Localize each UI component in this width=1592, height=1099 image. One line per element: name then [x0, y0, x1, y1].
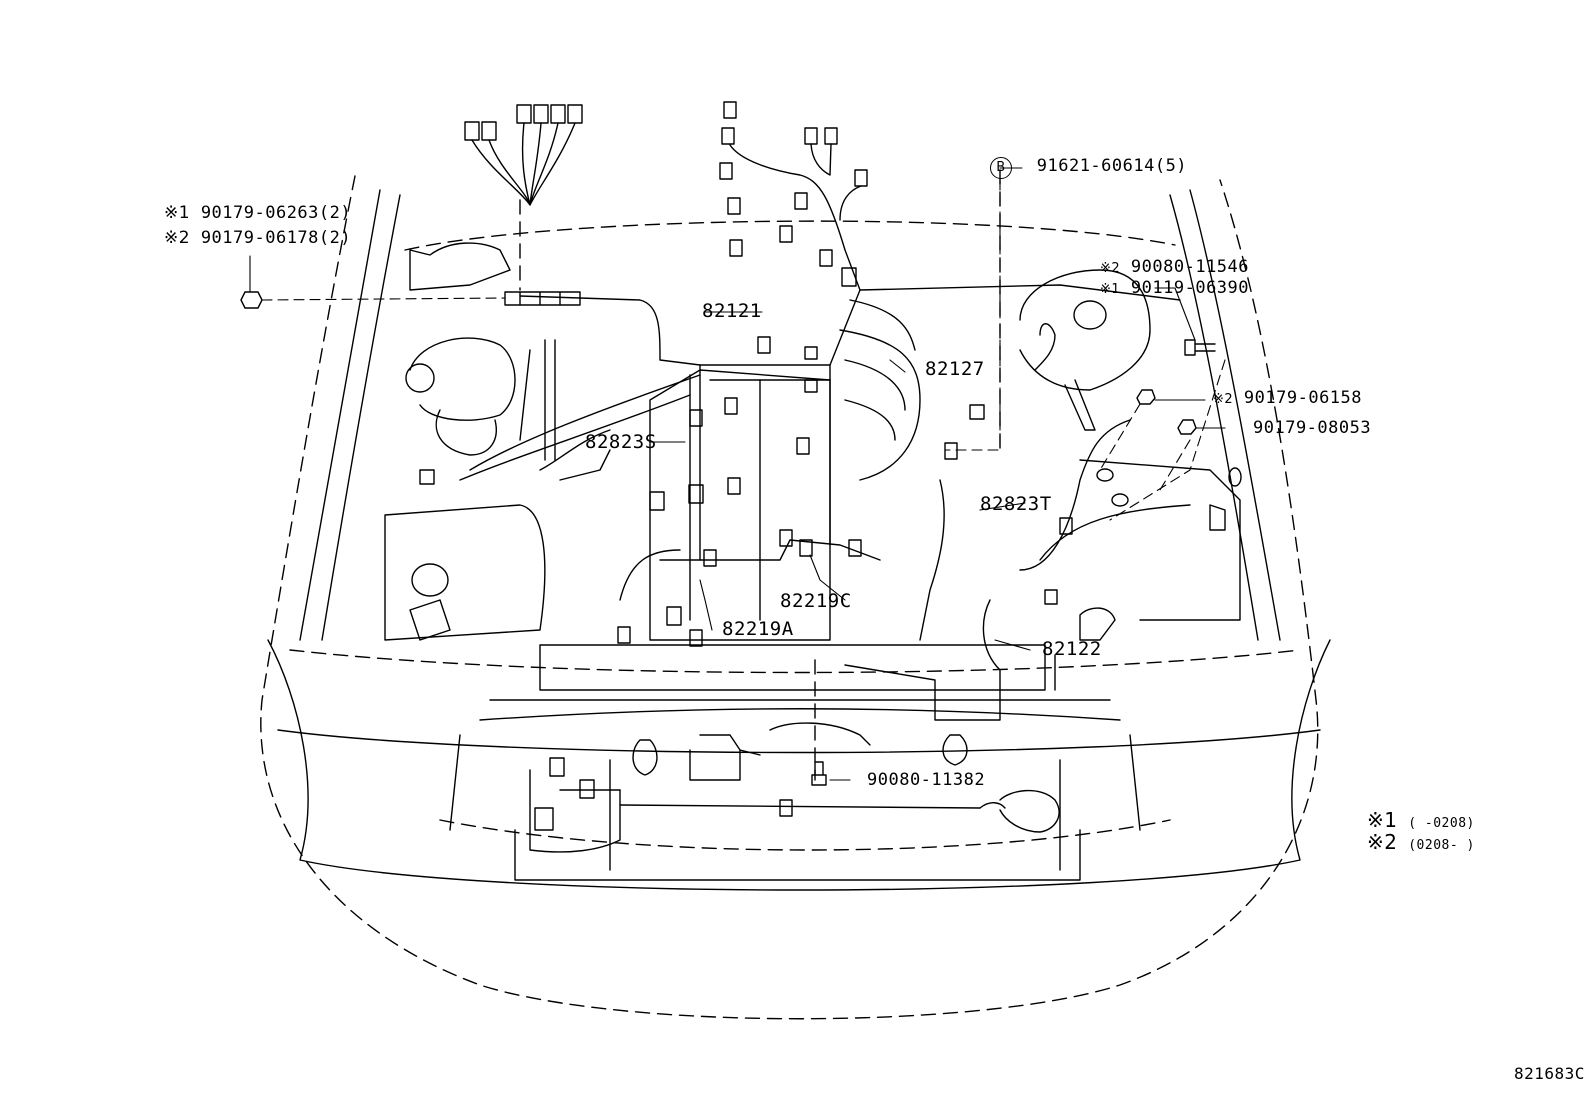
- top-right-2-group: ※1 90119-06390: [1100, 280, 1249, 297]
- part-82823S: 82823S: [585, 431, 657, 453]
- leader-lines: [249, 167, 1226, 781]
- top-right-1-group: ※2 90080-11546: [1100, 259, 1249, 276]
- note1-range: ( -0208): [1408, 816, 1475, 831]
- right-fender: [1189, 189, 1281, 641]
- top-right-2-mark: ※1: [1100, 282, 1121, 297]
- ref1-mark: ※1: [164, 203, 191, 223]
- part-82219A: 82219A: [722, 618, 794, 640]
- connectors: [419, 101, 1073, 831]
- fasteners: [240, 291, 1216, 786]
- b-part-number: 91621-60614(5): [1036, 156, 1188, 176]
- top-right-2-part: 90119-06390: [1130, 278, 1250, 298]
- circle-b-marker: B: [990, 157, 1012, 179]
- top-right-1-mark: ※2: [1100, 261, 1121, 276]
- note1-group: ※1 ( -0208): [1367, 810, 1475, 831]
- right-mid-1-group: ※2 90179-06158: [1213, 390, 1362, 407]
- ref1-label-group: ※1 90179-06263(2): [164, 205, 351, 222]
- right-mid-1-part: 90179-06158: [1243, 388, 1363, 408]
- front-bumper: [267, 639, 1331, 891]
- o2-sensor: [504, 291, 581, 306]
- battery: [384, 504, 546, 641]
- part-82121: 82121: [702, 300, 762, 322]
- part-82127: 82127: [925, 358, 985, 380]
- ref2-label-group: ※2 90179-06178(2): [164, 230, 351, 247]
- right-mid-1-mark: ※2: [1213, 392, 1234, 407]
- left-fender: [299, 189, 381, 641]
- top-right-1-part: 90080-11546: [1130, 257, 1250, 277]
- part-82219C: 82219C: [780, 590, 852, 612]
- part-82122: 82122: [1042, 638, 1102, 660]
- figure-id: 821683C: [1514, 1064, 1585, 1083]
- part-82823T: 82823T: [980, 493, 1052, 515]
- note1-mark: ※1: [1367, 808, 1398, 832]
- right-mid-2-part: 90179-08053: [1253, 418, 1372, 438]
- main-harness: [519, 284, 1181, 366]
- ref1-part-number: 90179-06263(2): [200, 203, 352, 223]
- ref2-part-number: 90179-06178(2): [200, 228, 352, 248]
- note2-mark: ※2: [1367, 830, 1398, 854]
- b-label-group: B 91621-60614(5): [990, 157, 1187, 179]
- ref2-mark: ※2: [164, 228, 191, 248]
- bottom-part-number: 90080-11382: [867, 770, 986, 790]
- note2-range: (0208- ): [1408, 838, 1475, 853]
- note2-group: ※2 (0208- ): [1367, 832, 1475, 853]
